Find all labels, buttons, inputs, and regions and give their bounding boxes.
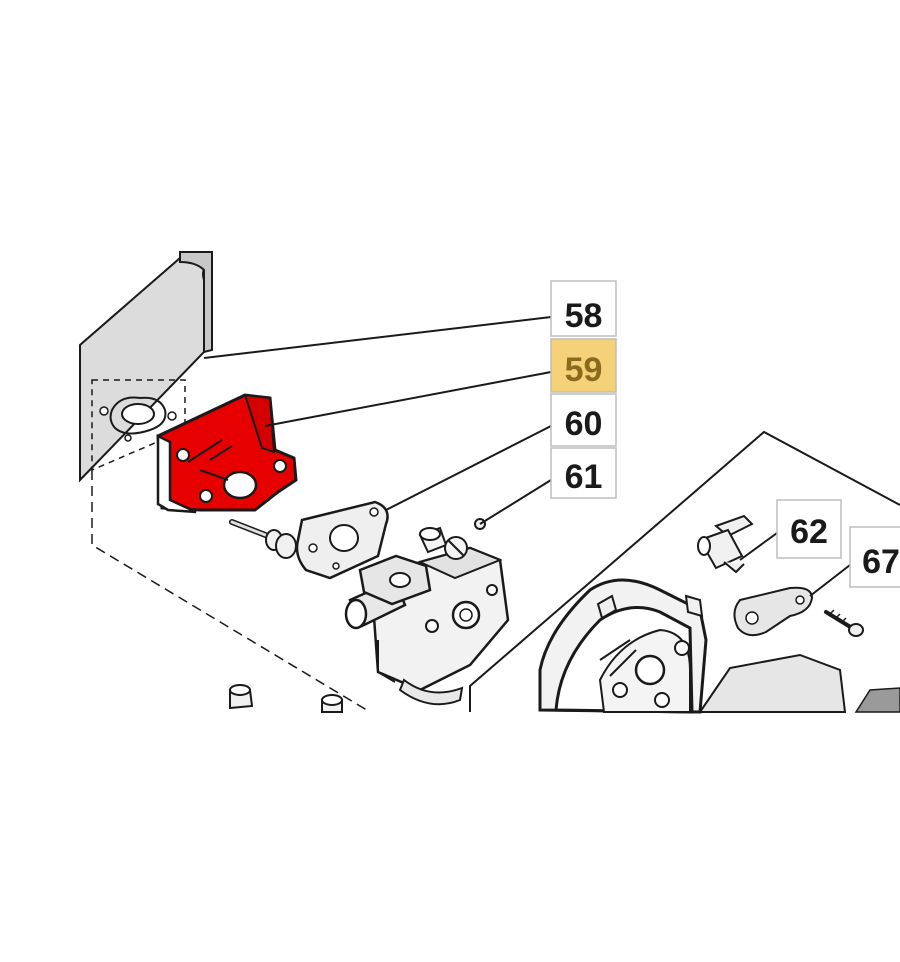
self-tapping-screw[interactable] bbox=[824, 609, 864, 637]
callout-59-highlighted[interactable]: 59 bbox=[550, 338, 617, 393]
leader-lines bbox=[203, 316, 851, 597]
dashed-guide-lines bbox=[91, 470, 371, 713]
carburetor[interactable] bbox=[344, 526, 510, 706]
callout-label-58: 58 bbox=[565, 297, 603, 335]
heat-shield-plate[interactable] bbox=[79, 251, 213, 483]
callout-label-67: 67 bbox=[862, 543, 900, 581]
air-filter-housing[interactable] bbox=[538, 578, 900, 714]
callout-67[interactable]: 67 bbox=[849, 526, 900, 588]
screw[interactable] bbox=[229, 519, 297, 559]
gasket[interactable] bbox=[295, 500, 389, 580]
choke-lever[interactable] bbox=[697, 514, 754, 574]
insulator-flange-highlighted[interactable] bbox=[156, 393, 298, 514]
callout-61[interactable]: 61 bbox=[550, 447, 617, 499]
callout-60[interactable]: 60 bbox=[550, 393, 617, 447]
callout-62[interactable]: 62 bbox=[776, 499, 842, 559]
callout-58[interactable]: 58 bbox=[550, 280, 617, 337]
nuts[interactable] bbox=[229, 684, 343, 713]
plate[interactable] bbox=[733, 586, 814, 637]
air-filter-frame bbox=[469, 430, 900, 712]
callout-label-61: 61 bbox=[565, 458, 603, 496]
callout-label-60: 60 bbox=[565, 405, 603, 443]
callout-label-62: 62 bbox=[790, 513, 828, 551]
callout-label-59: 59 bbox=[565, 351, 603, 389]
